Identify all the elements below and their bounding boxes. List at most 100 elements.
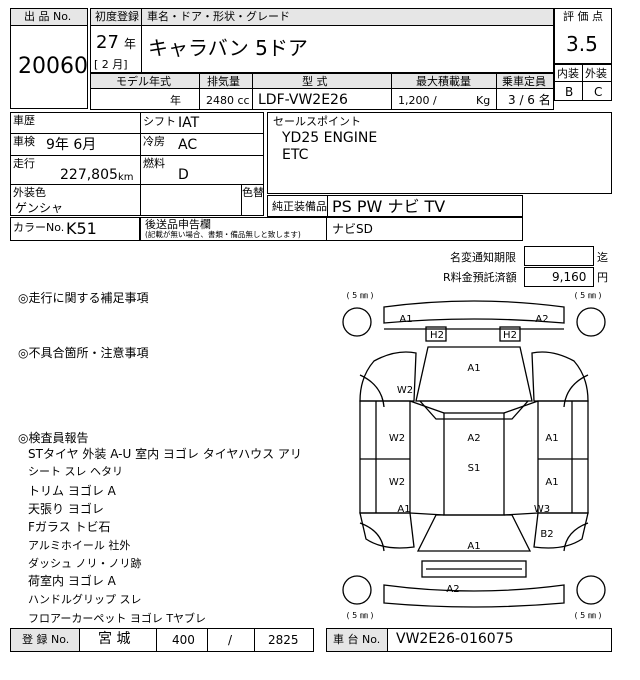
- wheel-front-left: [342, 307, 372, 337]
- headlight-right: [499, 326, 521, 342]
- aftermarket-note: (記載が無い場合、書類・備品無しと致します): [145, 230, 301, 239]
- damage-mark: B2: [540, 529, 553, 540]
- damage-mark: A1: [545, 433, 558, 444]
- exterior-grade-cell: [582, 81, 612, 101]
- repaint-cell: [241, 184, 264, 216]
- inspector-title: ◎検査員報告: [18, 431, 89, 445]
- damage-mark: A1: [397, 504, 410, 515]
- sales-point-cell: [267, 112, 612, 194]
- type-label: 型 式: [302, 75, 328, 88]
- spec-divider: [199, 73, 200, 110]
- recycle-value: 9,160: [552, 270, 587, 284]
- shift-value: IAT: [178, 115, 200, 131]
- headlight-left: [425, 326, 447, 342]
- windshield: [418, 400, 530, 420]
- exterior-color-value: ゲンシャ: [15, 201, 64, 215]
- reg-region: 宮 城: [98, 631, 131, 647]
- side-right: [537, 400, 589, 514]
- wheel-rear-right: [576, 575, 606, 605]
- damage-mark: S1: [468, 463, 481, 474]
- damage-mark: W2: [389, 477, 405, 488]
- displacement-label: 排気量: [207, 75, 240, 88]
- shift-label: シフト: [143, 115, 176, 128]
- exterior-grade: C: [594, 85, 603, 99]
- mileage-value: 227,805: [60, 167, 118, 183]
- spec-divider: [252, 73, 253, 110]
- fuel-value: D: [178, 167, 189, 183]
- change-deadline-box: [524, 246, 594, 266]
- genuine-equip-divider: [327, 195, 328, 217]
- lot-number: 20060: [18, 54, 88, 79]
- first-reg-month: [ 2 月]: [94, 58, 128, 71]
- details-divider: [10, 155, 264, 156]
- ac-value: AC: [178, 137, 198, 153]
- hood: [415, 346, 533, 402]
- recycle-box: [524, 267, 594, 287]
- details-left-block: [10, 112, 264, 216]
- exterior-label: 外装: [585, 67, 607, 80]
- lot-number-cell: [10, 25, 88, 109]
- color-no-value: K51: [66, 219, 97, 238]
- displacement-value: 2480 cc: [206, 94, 250, 107]
- reg-kana: /: [228, 633, 233, 647]
- details-divider: [140, 112, 141, 216]
- score-value: 3.5: [566, 32, 598, 56]
- max-load-value: 1,200 /: [398, 94, 437, 107]
- side-left: [359, 400, 411, 514]
- change-deadline-unit: 迄: [597, 251, 608, 264]
- chassis-value: VW2E26-016075: [396, 631, 514, 647]
- mileage-label: 走行: [13, 157, 35, 170]
- front-bumper: [383, 300, 565, 324]
- max-load-label: 最大積載量: [416, 75, 471, 88]
- genuine-equip-label: 純正装備品: [272, 200, 327, 213]
- capacity-value: 3 / 6 名: [508, 93, 551, 107]
- capacity-label: 乗車定員: [502, 75, 546, 88]
- spec-value-row: [90, 88, 554, 110]
- wheel-front-right: [576, 307, 606, 337]
- reg-class: 400: [172, 633, 195, 647]
- interior-label: 内装: [557, 67, 579, 80]
- reg-no-label: 登 録 No.: [22, 633, 70, 646]
- inspector-line: ハンドルグリップ スレ: [28, 593, 142, 606]
- spec-divider: [496, 73, 497, 110]
- tread-label-rl: ( 5 ㎜ ): [347, 611, 374, 620]
- reg-no-label-cell: [10, 628, 80, 652]
- color-no-label: カラーNo.: [13, 221, 65, 234]
- damage-mark: W2: [397, 385, 413, 396]
- mileage-unit: km: [118, 172, 134, 183]
- inspection-value: 9年 6月: [46, 137, 97, 153]
- first-reg-label: 初度登録: [95, 10, 139, 23]
- inspector-line: フロアーカーペット ヨゴレ Tヤブレ: [28, 612, 207, 625]
- color-no-cell: [10, 217, 140, 241]
- damage-mark: A1: [467, 541, 480, 552]
- fuel-label: 燃料: [143, 157, 165, 170]
- repaint-label: 色替: [242, 186, 264, 199]
- recycle-unit: 円: [597, 271, 608, 284]
- aftermarket-label: 後送品申告欄: [145, 218, 211, 231]
- damage-mark: A1: [467, 363, 480, 374]
- score-label: 評 価 点: [563, 10, 603, 23]
- car-name: キャラバン 5ドア: [148, 36, 308, 60]
- spec-divider: [391, 73, 392, 110]
- rear-window: [421, 560, 527, 578]
- inspector-line: シート スレ ヘタリ: [28, 465, 123, 478]
- sales-point-label: セールスポイント: [273, 115, 361, 128]
- details-divider: [10, 184, 264, 185]
- damage-mark: A1: [545, 477, 558, 488]
- lot-label: 出 品 No.: [24, 10, 72, 23]
- inspector-line: アルミホイール 社外: [28, 539, 131, 552]
- damage-mark: A2: [535, 314, 548, 325]
- inspector-line: トリム ヨゴレ A: [28, 484, 116, 498]
- front-fender-left: [359, 351, 417, 402]
- defects-title: ◎不具合箇所・注意事項: [18, 346, 149, 360]
- damage-mark: H2: [503, 330, 517, 341]
- damage-mark: A2: [446, 584, 459, 595]
- rear-fender-left: [359, 512, 415, 549]
- driving-notes-title: ◎走行に関する補足事項: [18, 291, 149, 305]
- front-fender-right: [531, 351, 589, 402]
- history-label: 車歴: [13, 114, 35, 127]
- rear-hatch: [416, 514, 532, 552]
- inspector-line: 天張り ヨゴレ: [28, 502, 104, 516]
- damage-mark: W3: [534, 504, 550, 515]
- first-reg-year: 27: [96, 32, 119, 53]
